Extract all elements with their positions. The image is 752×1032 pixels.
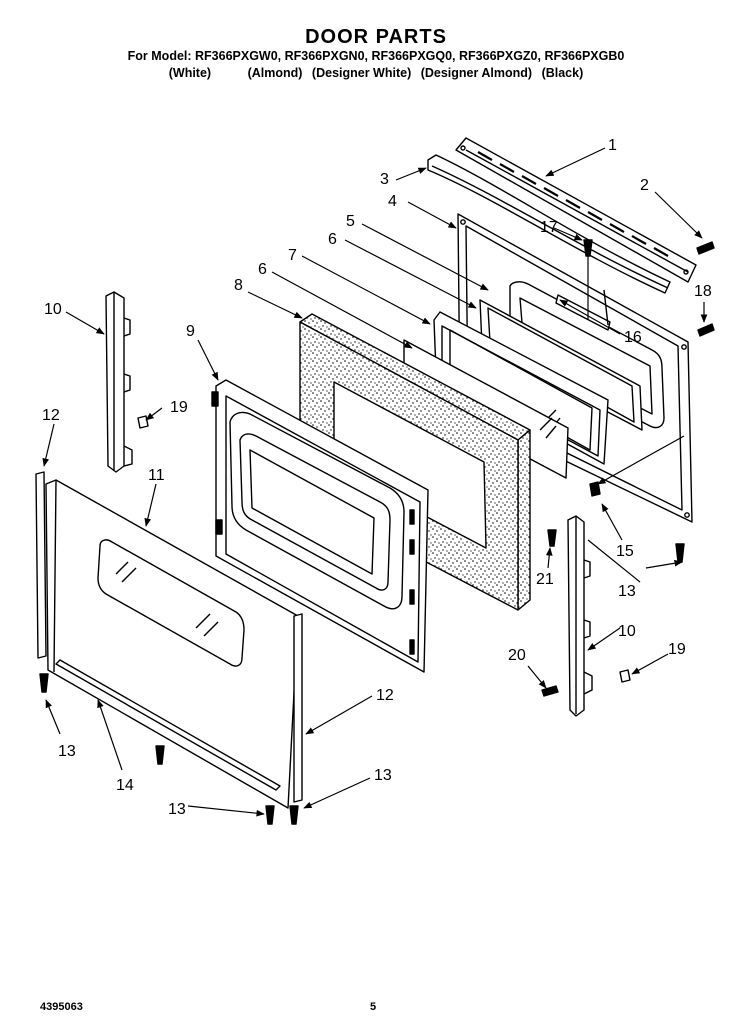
callout-14: 14	[116, 777, 134, 794]
document-number: 4395063	[40, 1001, 83, 1013]
callout-16: 16	[624, 329, 642, 346]
screw-18	[697, 323, 715, 337]
part-10-left-channel	[105, 291, 133, 473]
page-number: 5	[370, 1001, 377, 1013]
callout-13-bottom-right: 13	[374, 767, 392, 784]
part-1-vent-trim	[455, 137, 697, 283]
screw-13-e	[675, 543, 685, 563]
screw-13-a	[39, 673, 49, 693]
callout-13-bottom-center: 13	[168, 801, 186, 818]
callout-19-right: 19	[668, 641, 686, 658]
callout-7: 7	[288, 247, 297, 264]
screw-20	[541, 685, 559, 697]
callout-3: 3	[380, 171, 389, 188]
screw-13-d	[289, 805, 299, 825]
callout-21: 21	[536, 571, 554, 588]
callout-12-right: 12	[376, 687, 394, 704]
part-12-right-trim	[293, 613, 303, 803]
callout-4: 4	[388, 193, 397, 210]
callout-10-left: 10	[44, 301, 62, 318]
callout-9: 9	[186, 323, 195, 340]
color-black: (Black)	[541, 66, 584, 80]
screw-21	[547, 529, 557, 547]
part-2-screw	[696, 241, 715, 255]
clip-15	[589, 481, 601, 497]
callout-18: 18	[694, 283, 712, 300]
page-title: DOOR PARTS	[305, 26, 447, 48]
screw-13-c	[265, 805, 275, 825]
screw-13-b	[155, 745, 165, 765]
model-list: For Model: RF366PXGW0, RF366PXGN0, RF366…	[127, 49, 625, 63]
color-list: (White) (Almond) (Designer White) (Desig…	[0, 66, 752, 80]
callout-6-lower: 6	[258, 261, 267, 278]
part-3-trim-strip	[427, 154, 671, 294]
callout-12-left: 12	[42, 407, 60, 424]
callout-2: 2	[640, 177, 649, 194]
color-designer-almond: (Designer Almond)	[420, 66, 533, 80]
callout-8: 8	[234, 277, 243, 294]
callout-1: 1	[608, 137, 617, 154]
callout-5: 5	[346, 213, 355, 230]
callout-17: 17	[540, 219, 558, 236]
leader-lines	[42, 147, 708, 817]
callout-labels: 1 2 3 4 5 6 6 7 8 9 10 10 11 12 12 13 13…	[42, 137, 712, 818]
callout-10-right: 10	[618, 623, 636, 640]
callout-13-right: 13	[618, 583, 636, 600]
color-white: (White)	[168, 66, 212, 80]
callout-13-bottom-left: 13	[58, 743, 76, 760]
clip-19-b	[619, 669, 631, 683]
callout-15: 15	[616, 543, 634, 560]
part-12-left-trim	[35, 471, 47, 659]
callout-6-upper: 6	[328, 231, 337, 248]
part-11-outer-panel	[45, 479, 299, 809]
screw-17	[583, 239, 593, 257]
part-10-right-channel	[567, 515, 593, 717]
part-14-bottom-trim	[55, 659, 281, 791]
callout-19-left: 19	[170, 399, 188, 416]
color-designer-white: (Designer White)	[311, 66, 412, 80]
color-almond: (Almond)	[247, 66, 303, 80]
part-8-insulation	[299, 313, 531, 611]
callout-20: 20	[508, 647, 526, 664]
clip-19-a	[137, 415, 149, 429]
callout-11: 11	[148, 467, 165, 484]
part-9-door-liner	[211, 379, 429, 673]
